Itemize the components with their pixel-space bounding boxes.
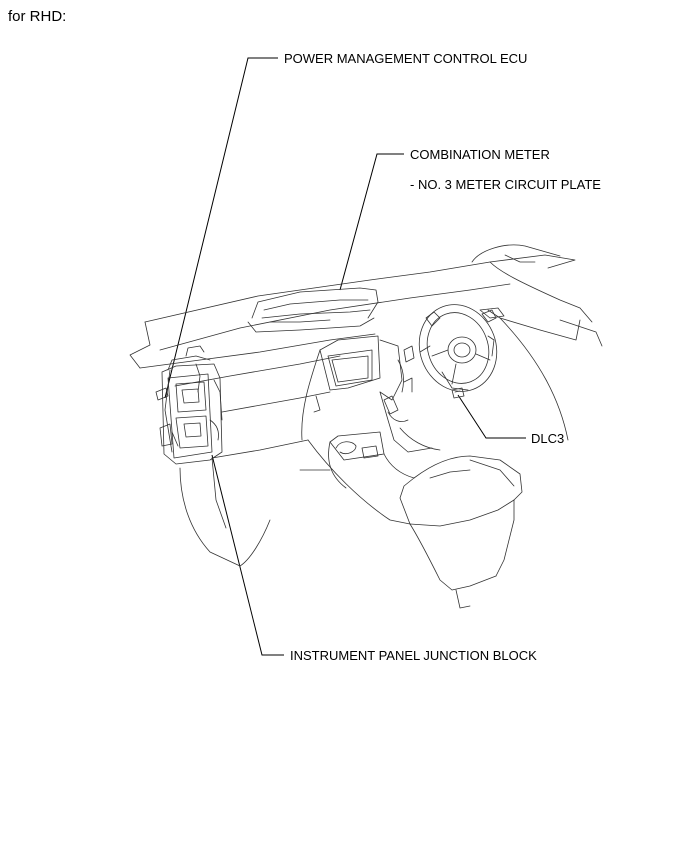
leader-power-ecu <box>165 58 278 398</box>
label-instrument-panel-junction-block: INSTRUMENT PANEL JUNCTION BLOCK <box>290 648 537 663</box>
label-power-management-control-ecu: POWER MANAGEMENT CONTROL ECU <box>284 51 528 66</box>
label-dlc3: DLC3 <box>531 431 565 446</box>
leader-lines <box>165 58 526 655</box>
label-meter-circuit-plate: - NO. 3 METER CIRCUIT PLATE <box>410 177 601 192</box>
page-heading: for RHD: <box>8 8 67 25</box>
leader-junction-block <box>212 455 284 655</box>
leader-dlc3 <box>458 395 526 438</box>
dashboard-outline <box>130 245 602 608</box>
leader-combination-meter <box>340 154 404 290</box>
label-combination-meter: COMBINATION METER <box>410 147 550 162</box>
